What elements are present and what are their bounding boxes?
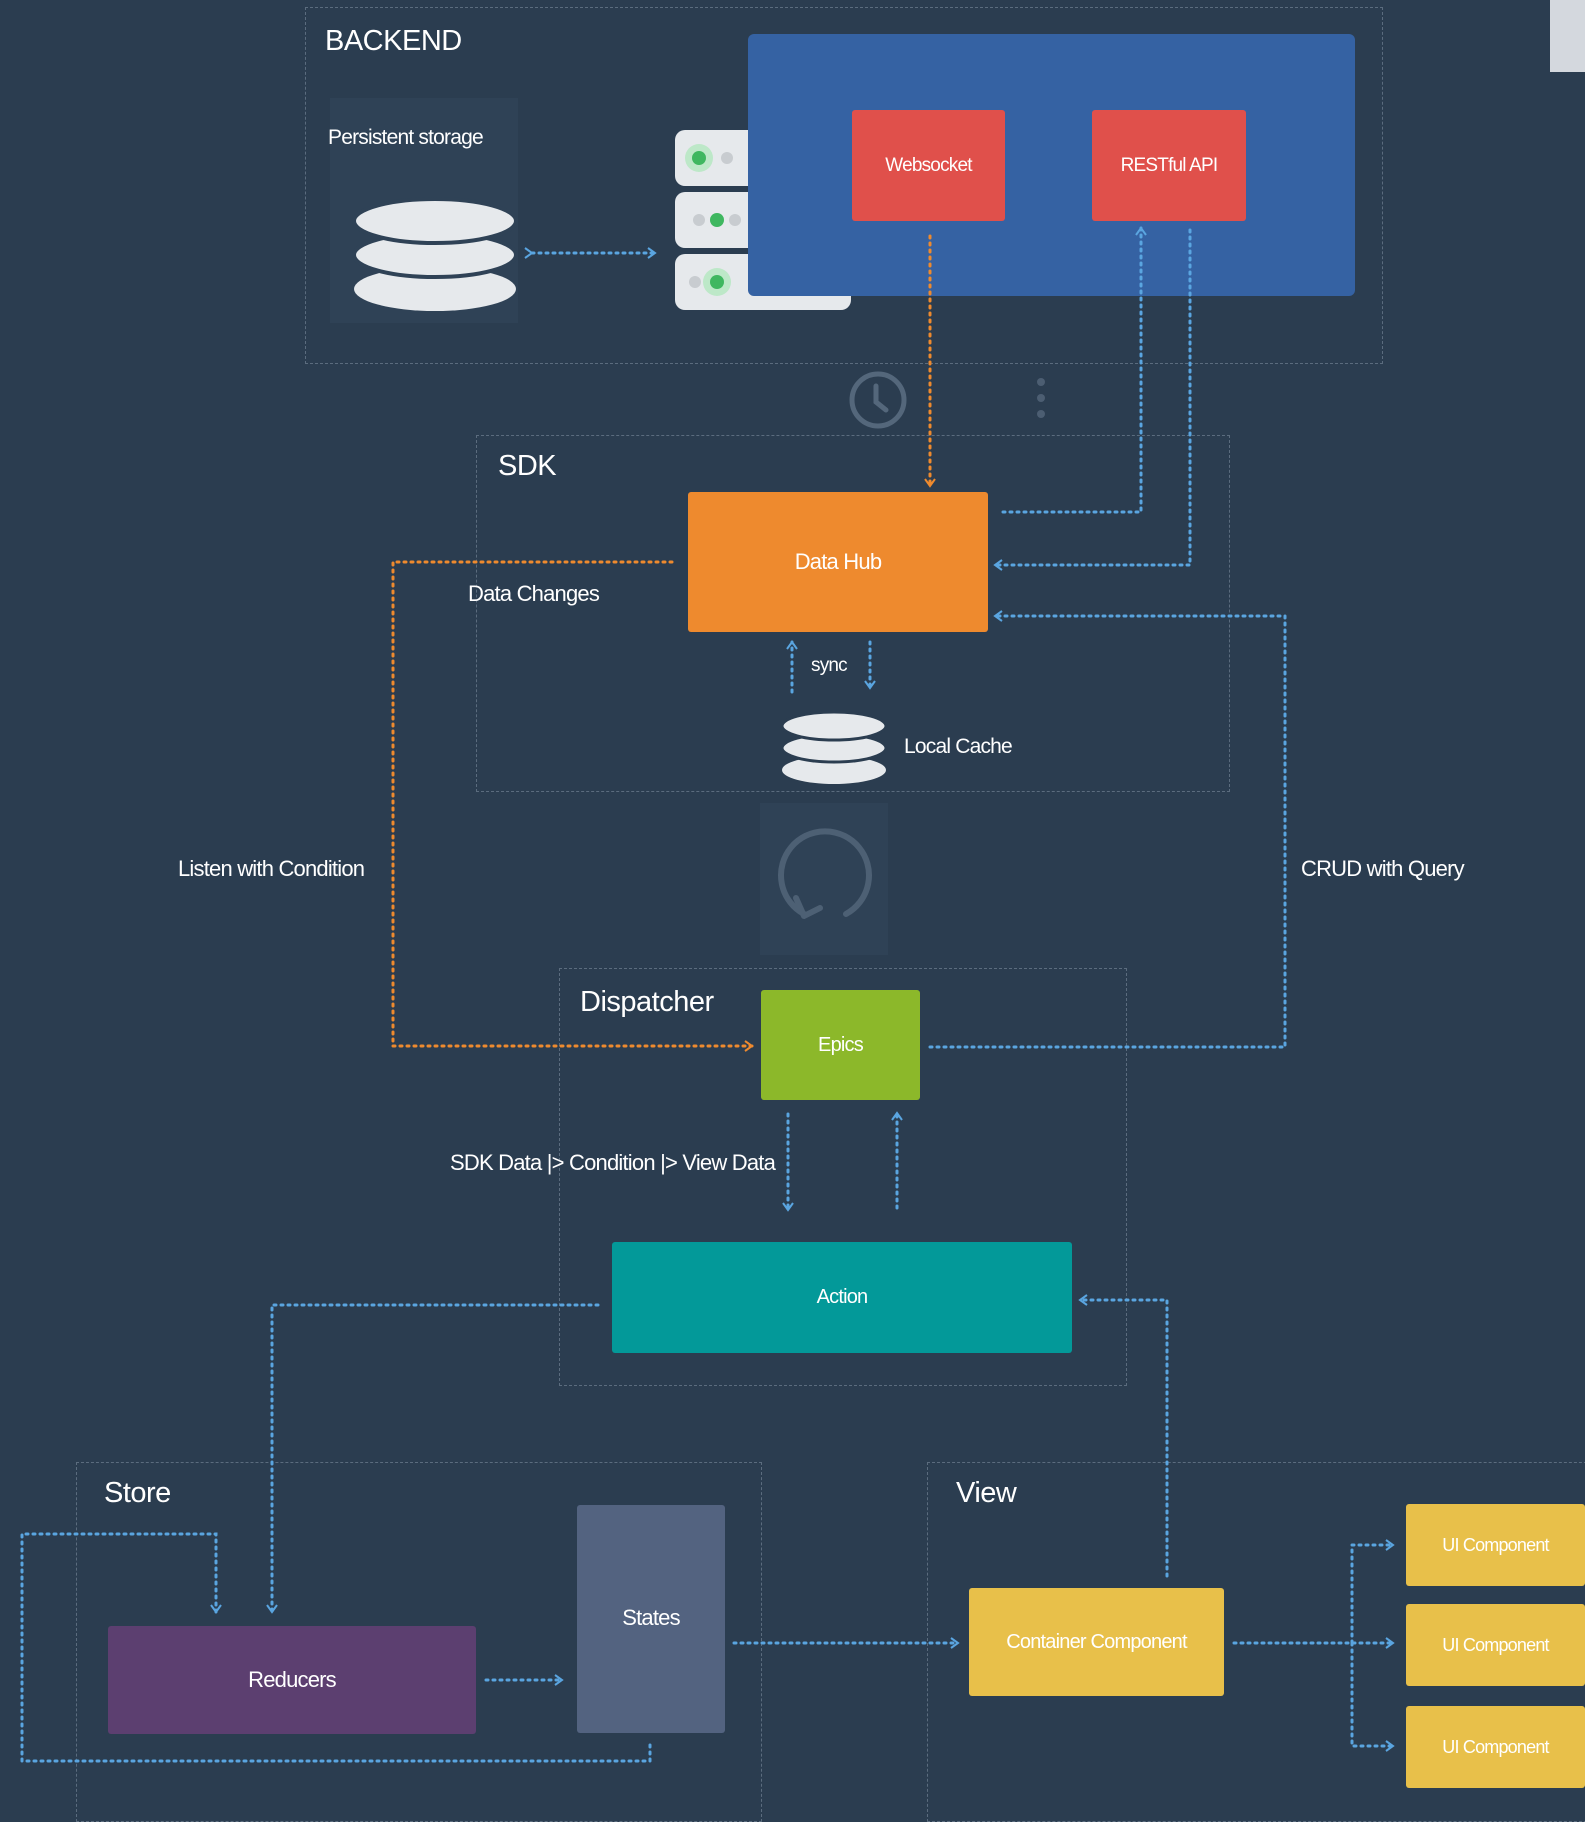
- pipeline-label: SDK Data |> Condition |> View Data: [450, 1150, 776, 1175]
- link-container-action: [1078, 1294, 1169, 1578]
- local-cache-label: Local Cache: [904, 735, 1013, 758]
- scrollbar-thumb[interactable]: [1550, 0, 1585, 72]
- link-branch-ui-bottom: [1350, 1641, 1395, 1752]
- states-node: States: [577, 1505, 725, 1733]
- database-icon: [352, 197, 518, 311]
- reducers-node: Reducers: [108, 1626, 476, 1734]
- restful-api-node: RESTful API: [1092, 110, 1246, 221]
- persistent-storage-label: Persistent storage: [328, 126, 484, 149]
- backend-title: BACKEND: [325, 25, 462, 57]
- crud-with-query-label: CRUD with Query: [1301, 856, 1465, 881]
- action-node: Action: [612, 1242, 1072, 1353]
- link-states-reducers-loop: [20, 1532, 652, 1763]
- epics-node: Epics: [761, 990, 920, 1100]
- ui-component-node: UI Component: [1406, 1504, 1585, 1586]
- sdk-region: [476, 435, 1230, 792]
- link-datahub-restful: [1001, 226, 1147, 514]
- websocket-node: Websocket: [852, 110, 1005, 221]
- link-restful-datahub: [993, 228, 1192, 571]
- dispatcher-region: [559, 968, 1127, 1386]
- clock-icon: [849, 371, 907, 429]
- ui-component-node: UI Component: [1406, 1706, 1585, 1788]
- refresh-icon: [778, 828, 872, 919]
- states-label: States: [622, 1605, 680, 1630]
- backend-api-panel: [748, 34, 1355, 296]
- vertical-ellipsis-icon: [1037, 378, 1045, 418]
- dispatcher-title: Dispatcher: [580, 986, 714, 1018]
- container-component-node: Container Component: [969, 1588, 1224, 1696]
- listen-with-condition-label: Listen with Condition: [178, 856, 365, 881]
- view-title: View: [956, 1477, 1017, 1509]
- ui-component-node: UI Component: [1406, 1604, 1585, 1686]
- backend-region: [305, 7, 1383, 364]
- sdk-title: SDK: [498, 450, 557, 482]
- link-action-reducers: [266, 1303, 600, 1614]
- data-hub-node: Data Hub: [688, 492, 988, 632]
- link-datachanges-epics: [391, 560, 754, 1052]
- store-title: Store: [104, 1477, 171, 1509]
- link-epics-datahub: [928, 610, 1287, 1049]
- local-cache-icon: [780, 710, 888, 784]
- link-branch-ui-top: [1350, 1539, 1395, 1645]
- data-changes-label: Data Changes: [468, 581, 600, 606]
- sync-label: sync: [811, 655, 848, 676]
